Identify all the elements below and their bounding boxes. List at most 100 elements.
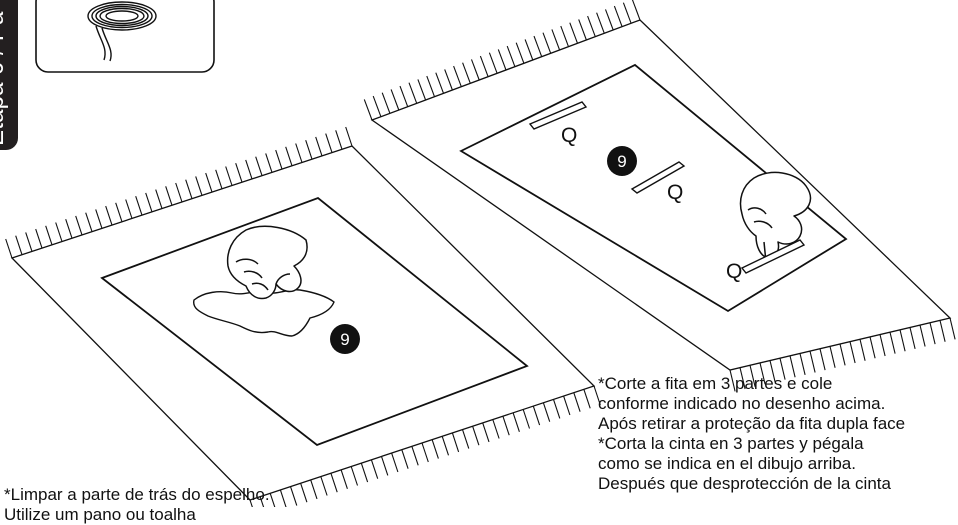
fringe-strand	[285, 146, 293, 166]
fringe-strand	[300, 483, 308, 503]
fringe-strand	[255, 156, 263, 176]
fringe-strand	[330, 473, 338, 493]
fringe-strand	[340, 469, 348, 489]
instruction-note-left: *Limpar a parte de trás do espelho. Util…	[4, 485, 270, 525]
part-9-badge: 9	[607, 146, 637, 176]
fringe-strand	[175, 182, 183, 203]
fringe-strand	[95, 209, 103, 229]
fringe-strand	[779, 358, 786, 380]
fringe-strand	[401, 449, 409, 469]
fringe-strand	[631, 0, 641, 21]
fringe-strand	[502, 416, 510, 436]
fringe-strand	[279, 489, 287, 507]
fringe-strand	[799, 353, 806, 376]
fringe-strand	[859, 339, 866, 361]
fringe-strand	[488, 52, 498, 74]
instruction-illustration: 9 Q 9 Q Q	[5, 0, 956, 507]
fringe-strand	[381, 92, 391, 114]
fringe-strand	[759, 362, 766, 385]
fringe-strand	[739, 367, 746, 390]
fringe-strand	[5, 238, 13, 259]
fringe-strand	[492, 419, 500, 439]
svg-text:9: 9	[617, 152, 626, 171]
fringe-strand	[125, 199, 133, 219]
fringe-strand	[155, 189, 163, 209]
fringe-strand	[15, 235, 23, 255]
fringe-strand	[350, 466, 359, 486]
fringe-strand	[421, 442, 429, 463]
fringe-strand	[289, 486, 298, 506]
fringe-strand	[435, 72, 445, 94]
fringe-strand	[472, 426, 480, 446]
tape-label-q: Q	[561, 124, 577, 147]
rug-fringe	[363, 0, 956, 392]
fringe-strand	[65, 219, 73, 239]
fringe-strand	[604, 9, 614, 31]
fringe-strand	[563, 395, 571, 416]
fringe-strand	[391, 452, 399, 473]
fringe-strand	[135, 196, 143, 216]
fringe-strand	[622, 2, 632, 24]
part-9-badge: 9	[330, 324, 360, 354]
fringe-strand	[75, 215, 83, 236]
fringe-strand	[819, 348, 826, 371]
fringe-strand	[315, 136, 323, 157]
fringe-strand	[370, 459, 379, 479]
fringe-strand	[542, 402, 551, 422]
fringe-strand	[363, 99, 373, 121]
fringe-strand	[185, 179, 193, 199]
fringe-strand	[335, 130, 343, 150]
fringe-strand	[524, 39, 534, 61]
tape-label-q: Q	[667, 181, 683, 204]
fringe-strand	[408, 82, 418, 104]
fringe-strand	[573, 392, 581, 412]
fringe-strand	[479, 55, 489, 77]
fringe-strand	[380, 456, 389, 476]
fringe-strand	[551, 29, 561, 51]
fringe-strand	[305, 140, 313, 160]
fringe-strand	[55, 222, 63, 242]
fringe-strand	[275, 149, 283, 170]
fringe-strand	[265, 153, 273, 173]
tape-roll-icon	[87, 1, 157, 62]
fringe-strand	[533, 35, 543, 57]
fringe-strand	[929, 322, 936, 345]
note-line: *Limpar a parte de trás do espelho.	[4, 485, 270, 504]
tape-label-q: Q	[726, 260, 742, 283]
fringe-strand	[145, 192, 153, 213]
fringe-strand	[461, 429, 470, 449]
svg-text:9: 9	[340, 330, 349, 349]
step-tab-label: Etapa 6 / Pa	[0, 11, 9, 147]
fringe-strand	[245, 159, 253, 180]
fringe-strand	[583, 389, 591, 409]
fringe-strand	[259, 496, 265, 507]
fringe-strand	[482, 422, 490, 443]
fringe-strand	[431, 439, 439, 459]
fringe-strand	[613, 5, 623, 27]
fringe-strand	[249, 499, 253, 507]
fringe-strand	[729, 369, 736, 392]
tape-strip-top	[528, 101, 588, 130]
fringe-strand	[360, 462, 369, 483]
fringe-strand	[889, 332, 896, 354]
fringe-strand	[105, 205, 113, 226]
fringe-strand	[195, 176, 203, 196]
fringe-strand	[372, 95, 382, 117]
instruction-note-right: *Corte a fita em 3 partes e cole conform…	[598, 374, 905, 494]
fringe-strand	[749, 365, 756, 387]
fringe-strand	[426, 75, 436, 97]
fringe-strand	[522, 409, 531, 429]
fringe-strand	[215, 169, 223, 189]
fringe-strand	[399, 85, 409, 107]
note-line: Utilize um pano ou toalha	[4, 505, 196, 524]
hand-wiping-icon	[226, 225, 308, 300]
note-line: *Corta la cinta en 3 partes y pégala	[598, 434, 864, 453]
fringe-strand	[115, 202, 123, 222]
fringe-strand	[345, 126, 353, 147]
fringe-strand	[225, 166, 233, 186]
rug-fringe	[5, 126, 601, 507]
fringe-strand	[205, 172, 213, 193]
fringe-strand	[497, 49, 507, 71]
fringe-strand	[417, 79, 427, 101]
tape-strip-middle	[630, 161, 686, 194]
